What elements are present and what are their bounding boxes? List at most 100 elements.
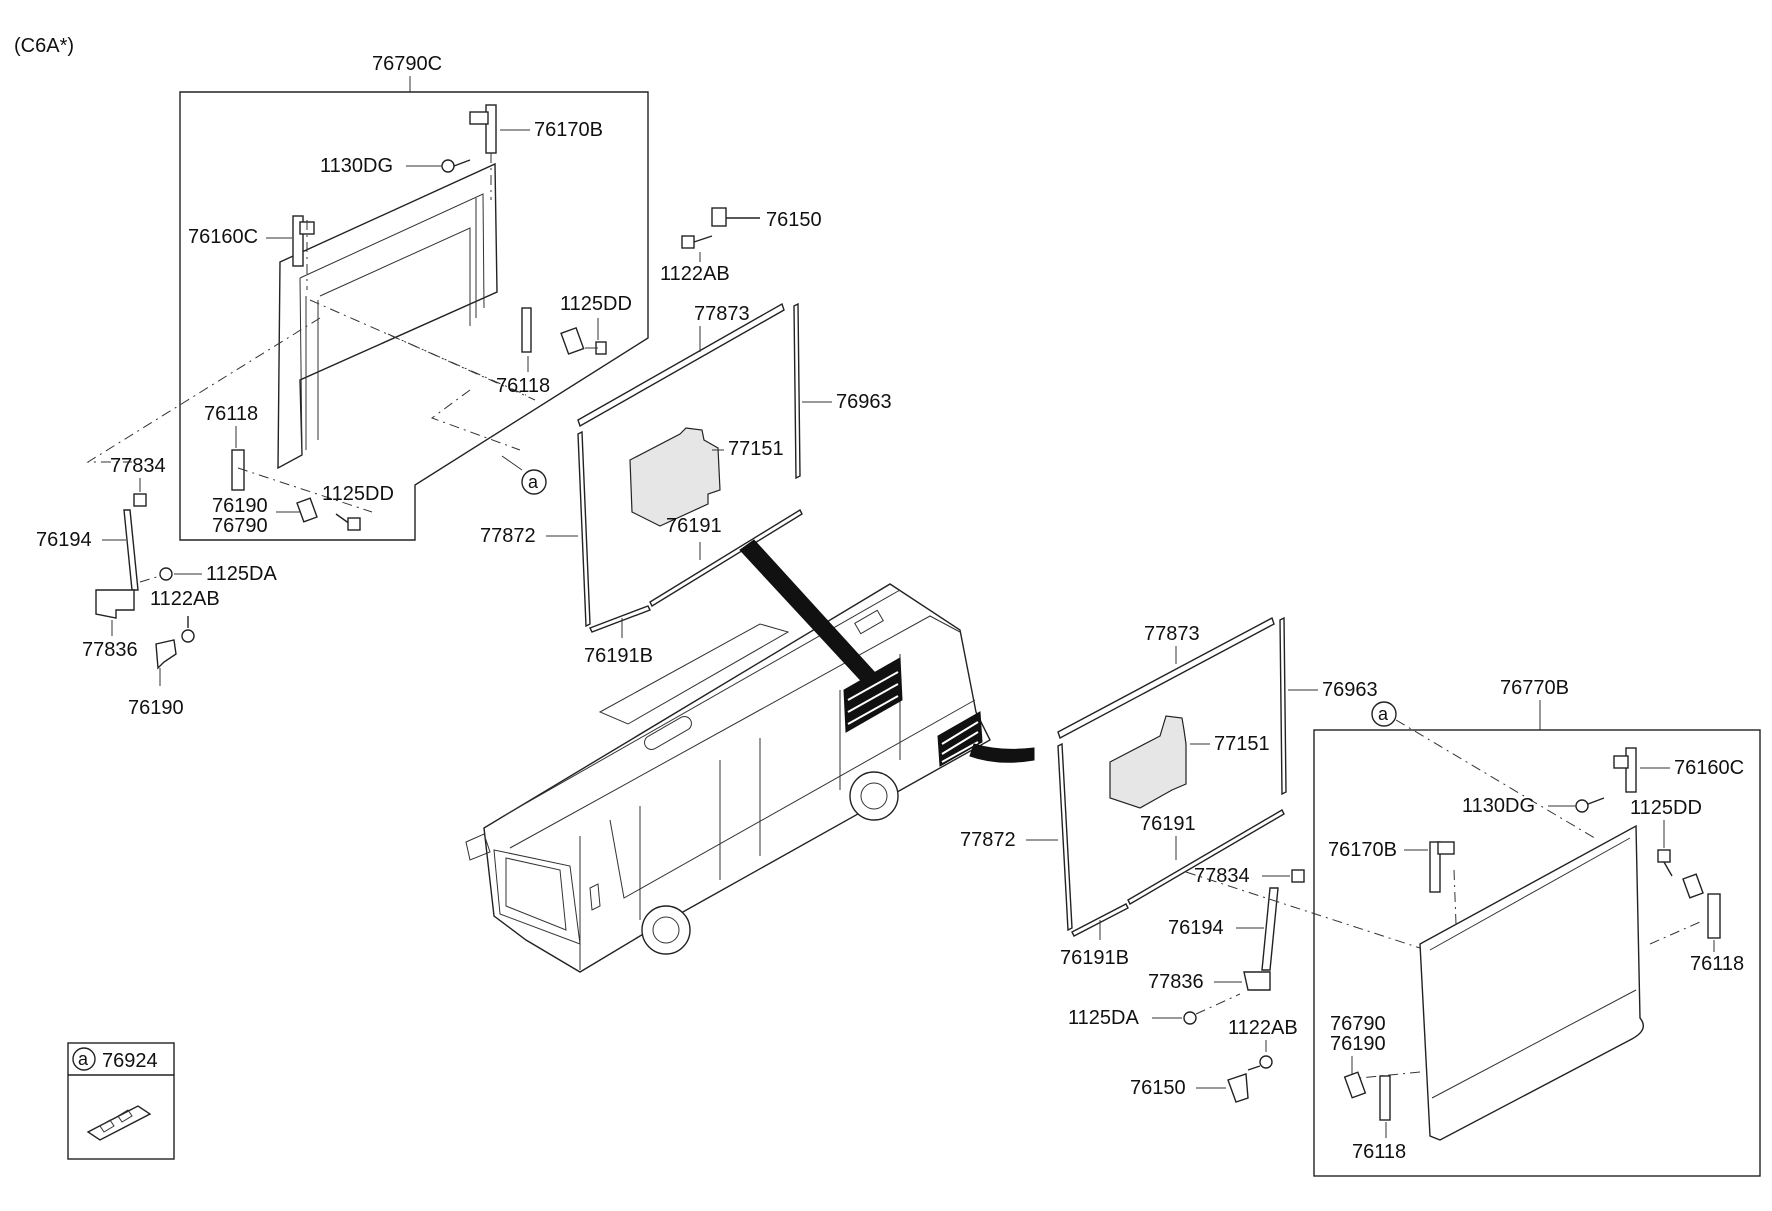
bracket-76118-lower-bottom-icon[interactable] <box>1379 1075 1391 1121</box>
label-76190-upper[interactable]: 76190 <box>212 495 268 517</box>
hinge-76160C-icon[interactable] <box>292 215 315 290</box>
bolt-1130DG-icon[interactable] <box>441 159 471 173</box>
label-76170B[interactable]: 76170B <box>534 119 603 141</box>
upper-assembly-title[interactable]: 76790C <box>372 53 442 75</box>
bracket-76118-right-icon[interactable] <box>521 307 607 355</box>
label-76963-lower[interactable]: 76963 <box>1322 679 1378 701</box>
seal-77872-upper-icon[interactable] <box>577 430 591 628</box>
label-76790-upper[interactable]: 76790 <box>212 515 268 537</box>
label-76963-upper[interactable]: 76963 <box>836 391 892 413</box>
label-77151-upper[interactable]: 77151 <box>728 438 784 460</box>
label-76191-upper[interactable]: 76191 <box>666 515 722 537</box>
bracket-76118-lower-right-icon[interactable] <box>1707 893 1721 939</box>
legend-ref-a <box>72 1047 96 1071</box>
label-77834-lower[interactable]: 77834 <box>1194 865 1250 887</box>
seal-76963-lower-icon[interactable] <box>1279 616 1287 796</box>
label-76191B-upper[interactable]: 76191B <box>584 645 653 667</box>
ref-a-lower-text: a <box>1378 704 1389 724</box>
seal-76191-upper-icon[interactable] <box>649 509 803 607</box>
label-76160C-lower[interactable]: 76160C <box>1674 757 1744 779</box>
hinge-76190-bottom-icon[interactable] <box>155 639 177 670</box>
hinge-76160C-lower-icon[interactable] <box>1613 747 1637 793</box>
seal-77872-lower-icon[interactable] <box>1057 742 1073 932</box>
label-1130DG-lower[interactable]: 1130DG <box>1462 795 1535 817</box>
lower-assembly-title[interactable]: 76770B <box>1500 677 1569 699</box>
label-77836-upper[interactable]: 77836 <box>82 639 138 661</box>
label-1125DA-upper[interactable]: 1125DA <box>206 563 277 585</box>
label-1122AB-lower[interactable]: 1122AB <box>1228 1017 1298 1039</box>
bolt-1125DA-lower-icon[interactable] <box>1183 993 1241 1025</box>
label-77872-upper[interactable]: 77872 <box>480 525 536 547</box>
model-code: (C6A*) <box>14 35 74 57</box>
callout-arrow-lower <box>969 743 1035 763</box>
clip-76924-icon[interactable] <box>86 1105 152 1141</box>
legend-part-no[interactable]: 76924 <box>102 1050 158 1072</box>
upper-seal-panel: 76150 1122AB 77873 76963 77151 77872 761… <box>480 207 892 667</box>
label-1125DD-right[interactable]: 1125DD <box>560 293 632 315</box>
callout-arrow-upper <box>739 539 879 687</box>
bolt-1125DA-upper-icon[interactable] <box>139 567 173 583</box>
seal-77873-upper-icon[interactable] <box>577 302 785 428</box>
seal-76191B-upper-icon[interactable] <box>589 605 651 633</box>
label-76118-left[interactable]: 76118 <box>204 403 258 425</box>
bolt-1130DG-lower-icon[interactable] <box>1575 797 1605 813</box>
label-76160C[interactable]: 76160C <box>188 226 258 248</box>
bus-illustration <box>465 539 1035 973</box>
stay-77834-lower-icon[interactable] <box>1291 869 1305 883</box>
label-1122AB-panel[interactable]: 1122AB <box>660 263 730 285</box>
hinge-76790-lower-icon[interactable] <box>1343 1071 1367 1099</box>
legend-box: a 76924 <box>67 1042 175 1160</box>
label-77834-upper[interactable]: 77834 <box>110 455 166 477</box>
label-76150-upper[interactable]: 76150 <box>766 209 822 231</box>
gas-stay-76194-icon[interactable] <box>123 509 139 591</box>
label-76118-right[interactable]: 76118 <box>496 375 550 397</box>
label-76150-lower[interactable]: 76150 <box>1130 1077 1186 1099</box>
hinge-76170B-lower-icon[interactable] <box>1429 841 1455 893</box>
label-76118-lower-bottom[interactable]: 76118 <box>1352 1141 1406 1163</box>
label-76118-lower-right[interactable]: 76118 <box>1690 953 1744 975</box>
label-76170B-lower[interactable]: 76170B <box>1328 839 1397 861</box>
ref-a-lower <box>1371 701 1397 727</box>
stay-bracket-77836-lower-icon[interactable] <box>1243 971 1271 991</box>
ref-a-upper <box>521 469 547 495</box>
upper-door-frame <box>277 162 498 470</box>
label-77151-lower[interactable]: 77151 <box>1214 733 1270 755</box>
hinge-76150-lower-icon[interactable] <box>1227 1073 1249 1103</box>
label-1130DG[interactable]: 1130DG <box>320 155 393 177</box>
label-76191-lower[interactable]: 76191 <box>1140 813 1196 835</box>
label-1125DD-lower[interactable]: 1125DD <box>322 483 394 505</box>
stay-bracket-77836-icon[interactable] <box>95 589 135 619</box>
pad-77151-upper-icon[interactable] <box>629 427 721 527</box>
label-76194-upper[interactable]: 76194 <box>36 529 92 551</box>
upper-assembly: 76790C <box>86 53 649 541</box>
seal-76191-lower-icon[interactable] <box>1127 809 1285 905</box>
hinge-76150-upper-icon[interactable] <box>711 207 760 227</box>
label-76194-lower[interactable]: 76194 <box>1168 917 1224 939</box>
label-77872-lower[interactable]: 77872 <box>960 829 1016 851</box>
label-77836-lower[interactable]: 77836 <box>1148 971 1204 993</box>
upper-window-highlight <box>843 657 903 733</box>
label-1122AB-upper[interactable]: 1122AB <box>150 588 220 610</box>
seal-77873-lower-icon[interactable] <box>1057 616 1275 740</box>
label-77873-upper[interactable]: 77873 <box>694 303 750 325</box>
pad-77151-lower-icon[interactable] <box>1109 715 1187 809</box>
bolt-1125DD-lower-right-icon[interactable] <box>1657 849 1704 899</box>
gas-stay-76194-lower-icon[interactable] <box>1261 887 1279 971</box>
label-1125DA-lower[interactable]: 1125DA <box>1068 1007 1139 1029</box>
label-76190-bottom[interactable]: 76190 <box>128 697 184 719</box>
bolt-1122AB-upper-icon[interactable] <box>181 616 195 643</box>
ref-a-upper-text: a <box>528 472 539 492</box>
bolt-1122AB-panel-icon[interactable] <box>681 235 713 249</box>
label-76191B-lower[interactable]: 76191B <box>1060 947 1129 969</box>
label-1125DD-lower-right[interactable]: 1125DD <box>1630 797 1702 819</box>
label-76190-lower[interactable]: 76190 <box>1330 1033 1386 1055</box>
seal-76963-upper-icon[interactable] <box>793 302 801 480</box>
stay-77834-icon[interactable] <box>133 493 147 507</box>
hinge-76170B-icon[interactable] <box>469 104 497 200</box>
label-77873-lower[interactable]: 77873 <box>1144 623 1200 645</box>
bolt-1122AB-lower-icon[interactable] <box>1247 1055 1273 1071</box>
label-76790-lower[interactable]: 76790 <box>1330 1013 1386 1035</box>
bolt-1125DD-lower-icon[interactable] <box>335 513 361 531</box>
bracket-76118-left-icon[interactable] <box>231 449 318 523</box>
